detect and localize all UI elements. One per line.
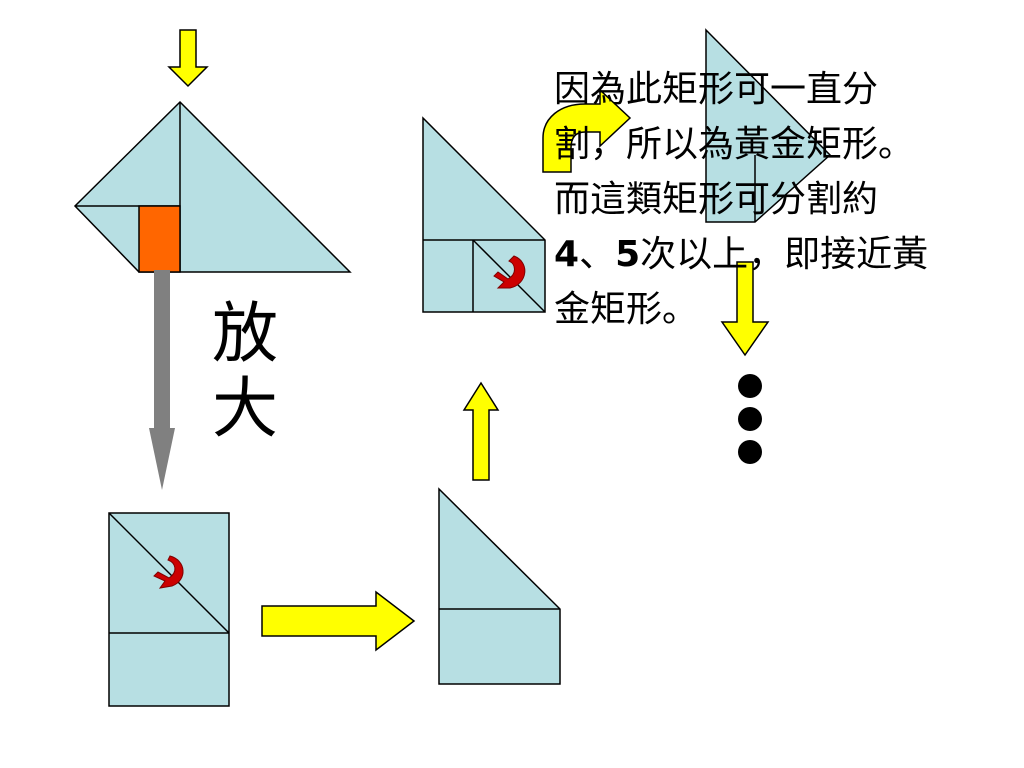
shape-middle-top [422, 116, 546, 313]
rectangle-bottom-left [108, 512, 230, 707]
shape-bottom-middle [438, 487, 561, 685]
highlight-square [138, 205, 181, 273]
ellipsis-dots [738, 374, 762, 464]
description-line4-rest: 次以上，即接近黃 [640, 234, 929, 275]
description-line1: 因為此矩形可一直分 [554, 69, 879, 110]
description-number-4: 4 [554, 234, 580, 275]
rotate-arrow-icon [153, 555, 184, 589]
right-arrow [261, 590, 416, 652]
down-arrow-top [167, 29, 209, 88]
up-arrow [462, 381, 500, 481]
enlarge-label: 放 大 [212, 296, 302, 446]
curved-arrow [542, 88, 632, 173]
rotate-arrow-icon [493, 255, 526, 289]
description-line5: 金矩形。 [554, 289, 699, 330]
description-line4: 4、5次以上，即接近黃 [554, 227, 994, 282]
down-arrow-right [720, 261, 770, 357]
enlarge-arrow [149, 270, 175, 490]
shape-top-right [705, 28, 832, 223]
description-separator: 、 [579, 234, 616, 275]
enlarge-label-line2: 大 [212, 370, 278, 447]
description-text: 因為此矩形可一直分 割，所以為黃金矩形。 而這類矩形可分割約 4、5次以上，即接… [554, 62, 994, 337]
description-number-5: 5 [615, 234, 641, 275]
enlarge-label-line1: 放 [212, 295, 278, 372]
folded-triangle-top [73, 100, 352, 273]
description-line2: 割，所以為黃金矩形。 [554, 124, 915, 165]
description-line3: 而這類矩形可分割約 [554, 179, 879, 220]
